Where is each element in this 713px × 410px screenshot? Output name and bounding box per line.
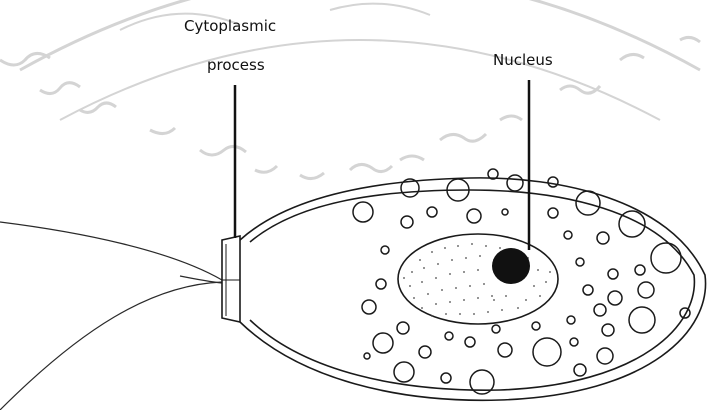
nucleus xyxy=(398,234,558,324)
cytoplasmic-process-label-line1: Cytoplasmic xyxy=(184,19,276,34)
watermark-seal xyxy=(0,0,700,179)
nucleus-label: Nucleus xyxy=(493,53,553,68)
vacuoles xyxy=(353,169,690,394)
cytoplasmic-process-label-line2: process xyxy=(207,58,265,73)
chromatin-stipple xyxy=(403,243,551,317)
nucleolus xyxy=(492,248,530,284)
cytoplasmic-process xyxy=(222,236,240,322)
flagellum xyxy=(0,222,222,410)
leader-lines xyxy=(235,80,529,250)
